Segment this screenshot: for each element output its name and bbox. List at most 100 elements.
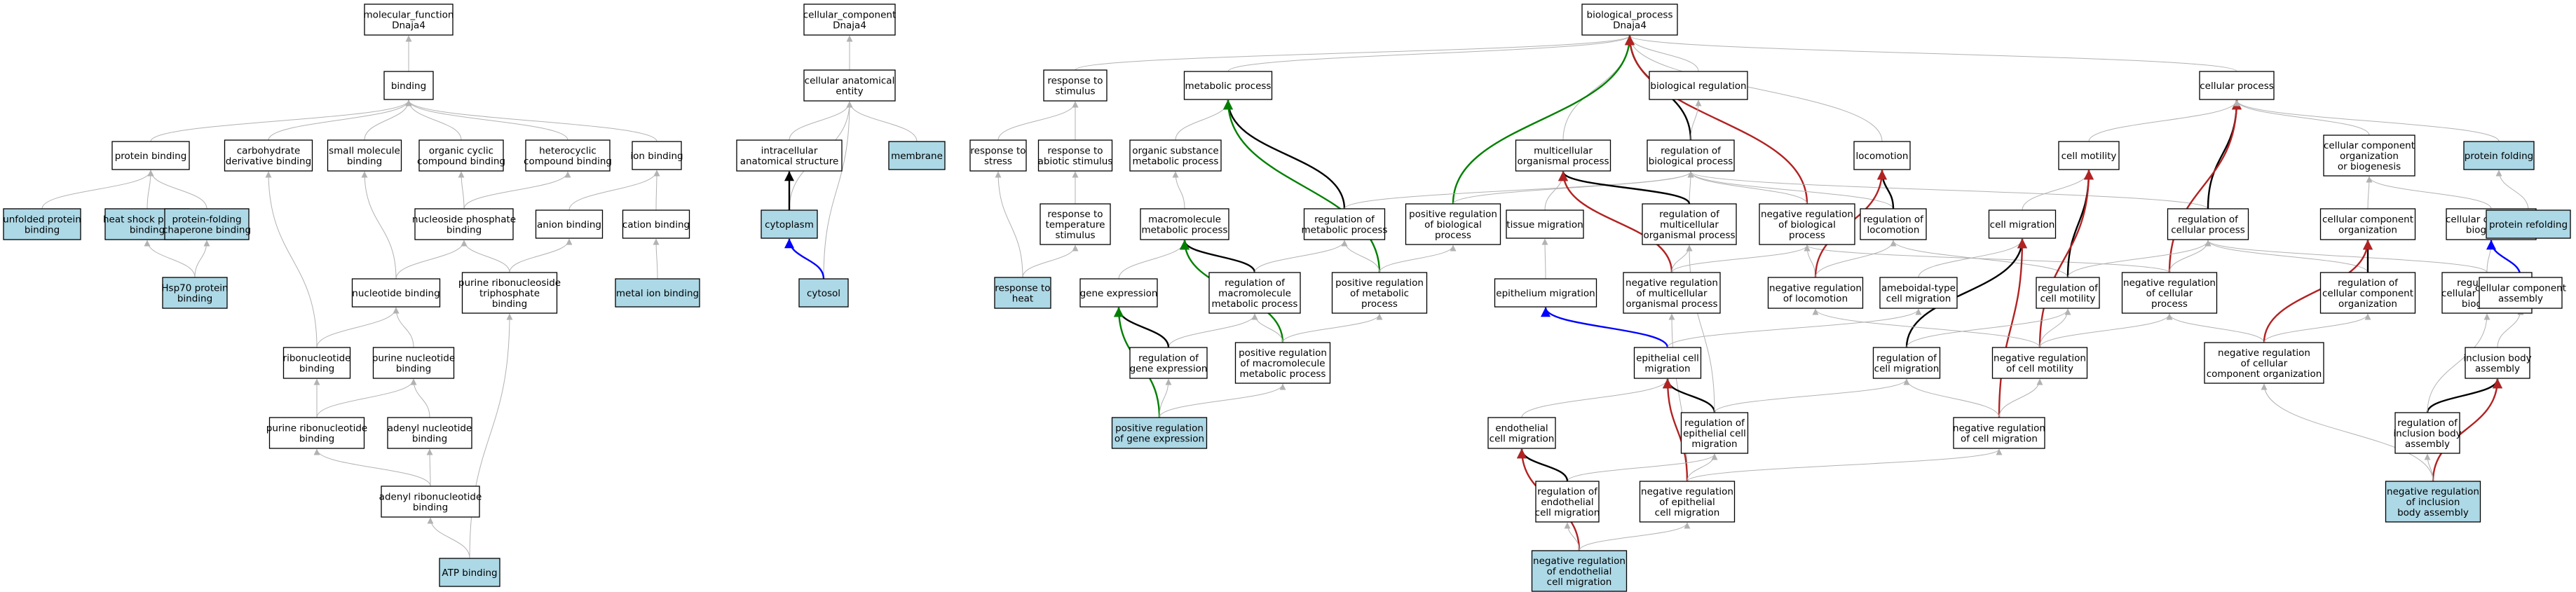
go-term-node-membrane[interactable]: membrane	[888, 141, 946, 170]
node-box	[1759, 203, 1855, 245]
go-term-node-cell-migration[interactable]: cell migration	[1988, 209, 2057, 239]
edge-part-of	[2426, 378, 2502, 413]
node-box	[2486, 209, 2571, 239]
go-term-node-binding[interactable]: binding	[383, 71, 434, 100]
go-term-node-locomotion[interactable]: locomotion	[1853, 141, 1911, 170]
node-label-line: protein folding	[2465, 151, 2534, 162]
go-term-node-cation-binding[interactable]: cation binding	[622, 209, 690, 239]
node-label-line: binding	[396, 364, 431, 375]
go-term-node-metal-ion-binding[interactable]: metal ion binding	[615, 278, 700, 308]
go-term-node-metabolic-process[interactable]: metabolic process	[1183, 71, 1273, 100]
node-label-line: cellular anatomical	[805, 76, 895, 87]
go-term-node-cytoplasm[interactable]: cytoplasm	[761, 209, 818, 239]
go-term-node-protein-binding[interactable]: protein binding	[111, 141, 190, 170]
go-term-node-cellular-process[interactable]: cellular process	[2199, 71, 2275, 100]
go-term-node-protein-folding[interactable]: protein folding	[2463, 141, 2535, 170]
go-term-node-anion-binding[interactable]: anion binding	[535, 209, 604, 239]
edge-is-a	[2039, 308, 2071, 348]
go-term-node-cytosol[interactable]: cytosol	[798, 278, 849, 308]
edge-is-a	[1175, 99, 1232, 141]
go-term-node-gene-expression[interactable]: gene expression	[1079, 278, 1158, 308]
go-term-node-ion-binding[interactable]: ion binding	[630, 141, 683, 170]
node-label-line: nucleotide binding	[352, 288, 439, 299]
edge-is-a	[395, 240, 468, 280]
node-box	[1494, 278, 1597, 308]
go-term-node-protein-refolding[interactable]: protein refolding	[2486, 209, 2571, 239]
node-label-line: of metabolic	[1350, 288, 1409, 299]
node-label-line: cell migration	[1655, 507, 1720, 518]
node-box	[622, 209, 690, 239]
node-box	[1040, 203, 1111, 245]
node-label-line: response to	[1047, 146, 1103, 157]
go-term-node-atp-binding[interactable]: ATP binding	[439, 558, 500, 587]
go-term-node-epithelium-migration[interactable]: epithelium migration	[1494, 278, 1597, 308]
edge-is-a	[364, 99, 412, 141]
go-term-node-cell-motility[interactable]: cell motility	[2058, 141, 2120, 170]
go-term-node-biological-regulation[interactable]: biological regulation	[1649, 71, 1748, 100]
go-term-node-tissue-migration[interactable]: tissue migration	[1506, 209, 1584, 239]
go-term-node-nucleotide-binding[interactable]: nucleotide binding	[351, 278, 441, 308]
